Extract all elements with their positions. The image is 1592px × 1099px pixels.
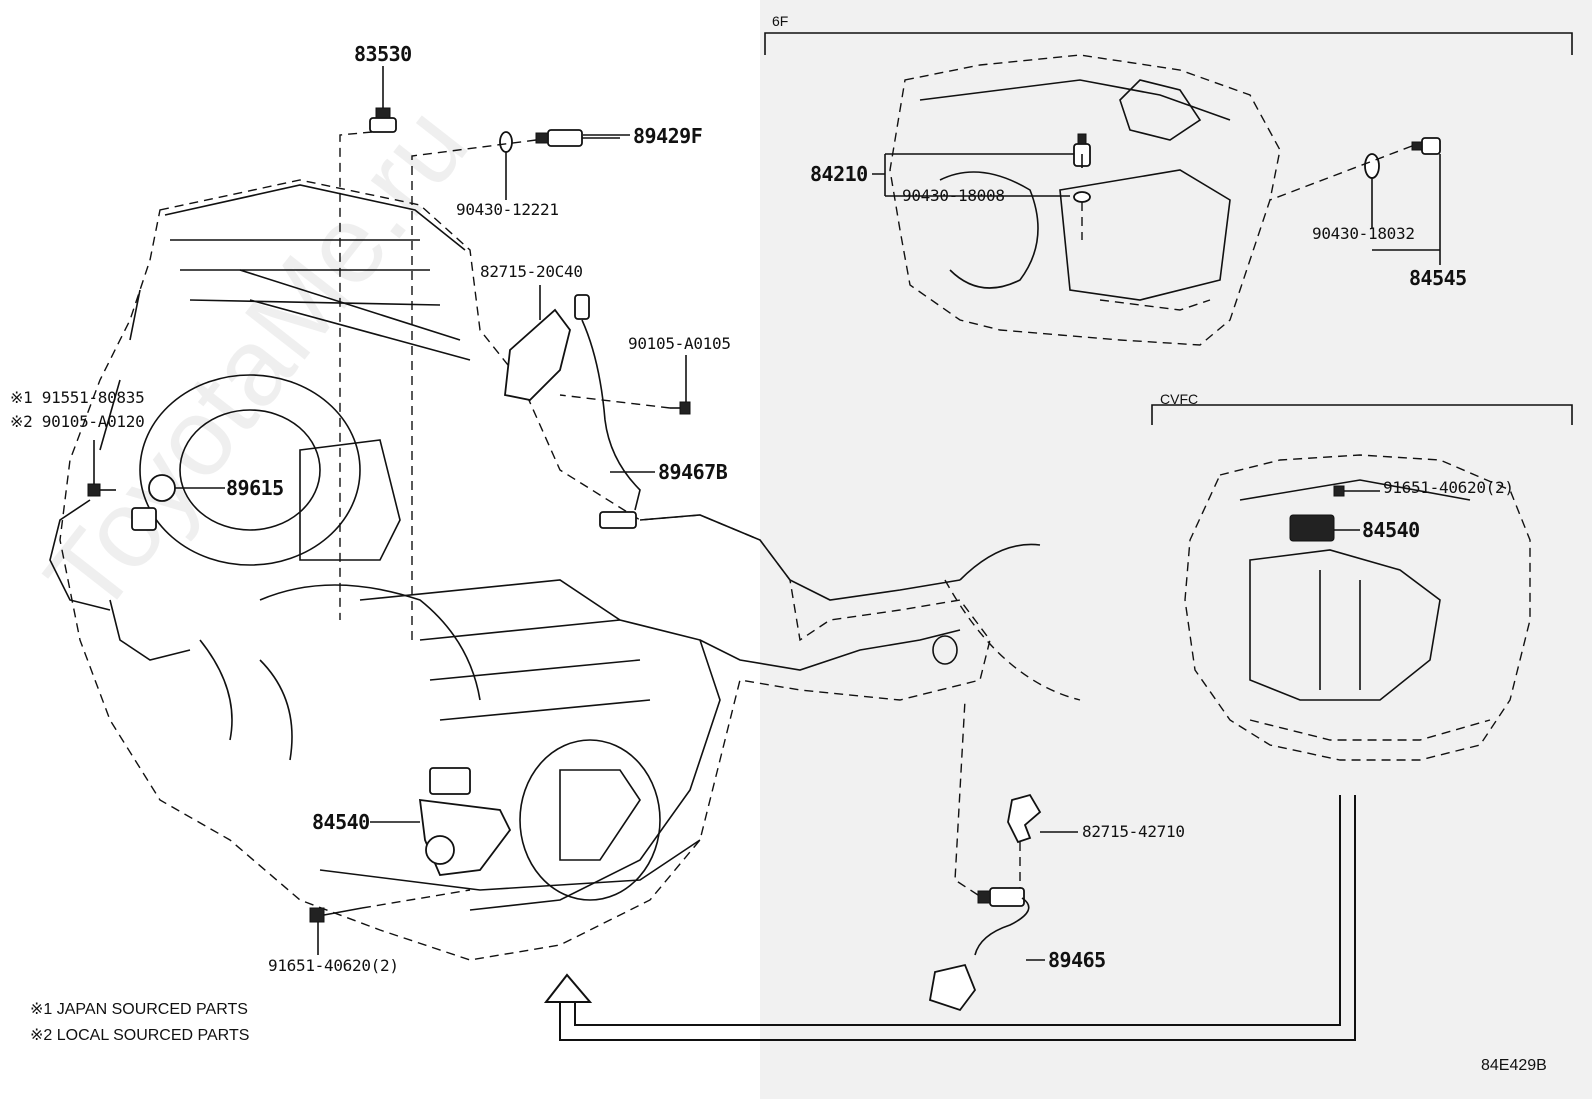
- bracket-6f: [764, 32, 1573, 55]
- section-label-6f: 6F: [772, 13, 789, 29]
- part-label-84210[interactable]: 84210: [810, 162, 868, 186]
- part-82715-42710-clip: [1007, 793, 1078, 890]
- bracket-cvfc: [1151, 404, 1573, 425]
- part-label-89615[interactable]: 89615: [226, 476, 284, 500]
- part-89467b-oxygen-sensor: [574, 294, 655, 529]
- part-82715-20c40-bracket: [504, 285, 571, 401]
- part-label-90430-18008[interactable]: 90430-18008: [902, 186, 1005, 205]
- part-label-84540-cvfc[interactable]: 84540: [1362, 518, 1420, 542]
- part-label-82715-42710[interactable]: 82715-42710: [1082, 822, 1185, 841]
- part-83530-switch: [369, 66, 397, 133]
- part-label-89465[interactable]: 89465: [1048, 948, 1106, 972]
- part-label-89467b[interactable]: 89467B: [658, 460, 728, 484]
- flow-arrow-line: [559, 795, 1356, 1041]
- part-89615-knock-sensor: [87, 440, 225, 531]
- part-89429f-sensor: [499, 129, 620, 200]
- part-label-89429f[interactable]: 89429F: [633, 124, 703, 148]
- part-91651-bolt-main: [309, 889, 471, 955]
- part-label-84545[interactable]: 84545: [1409, 266, 1467, 290]
- transmission-cvfc: [1184, 454, 1531, 761]
- part-84545-switch: [1269, 137, 1441, 265]
- transmission-6f: [889, 54, 1281, 346]
- part-label-82715-20c40[interactable]: 82715-20C40: [480, 262, 583, 281]
- part-label-90105-a0120[interactable]: ※2 90105-A0120: [10, 412, 145, 431]
- part-label-90430-12221[interactable]: 90430-12221: [456, 200, 559, 219]
- engine-assembly: [49, 179, 1081, 961]
- flow-arrowhead: [543, 973, 593, 1003]
- part-89465-oxygen-sensor: [928, 699, 1045, 1012]
- footnote-japan-sourced: ※1 JAPAN SOURCED PARTS: [30, 1001, 248, 1018]
- part-label-90430-18032[interactable]: 90430-18032: [1312, 224, 1415, 243]
- part-label-91551-80835[interactable]: ※1 91551-80835: [10, 388, 145, 407]
- part-label-83530[interactable]: 83530: [354, 42, 412, 66]
- part-84540-switch-cvfc: [1289, 485, 1380, 542]
- transmission-variants-panel: [760, 0, 1592, 1099]
- part-label-90105-a0105[interactable]: 90105-A0105: [628, 334, 731, 353]
- part-label-91651-40620-cvfc[interactable]: 91651-40620(2): [1383, 478, 1514, 497]
- part-90105-a0105-bolt: [670, 355, 691, 415]
- flow-arrow-line-inner: [574, 795, 1341, 1026]
- footnote-local-sourced: ※2 LOCAL SOURCED PARTS: [30, 1027, 250, 1044]
- part-label-84540-main[interactable]: 84540: [312, 810, 370, 834]
- diagram-id: 84E429B: [1481, 1057, 1547, 1074]
- section-label-cvfc: CVFC: [1160, 391, 1199, 407]
- part-label-91651-40620-main[interactable]: 91651-40620(2): [268, 956, 399, 975]
- part-84540-switch-main: [370, 767, 512, 876]
